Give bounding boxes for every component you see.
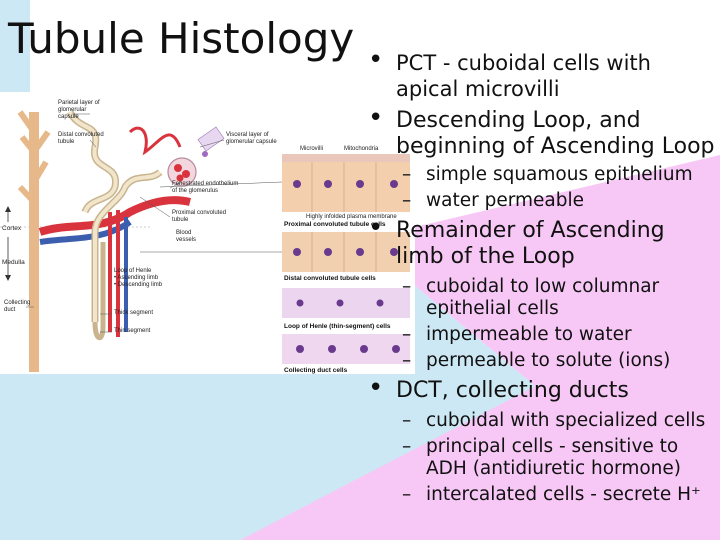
sub-bullet: – impermeable to water <box>360 324 720 346</box>
sub-bullet-line: cuboidal to low columnar <box>426 276 660 297</box>
label-dct-1: Distal convoluted <box>58 132 104 138</box>
convoluted-tubules-illustration <box>66 110 163 341</box>
label-loh-cells: Loop of Henle (thin-segment) cells <box>284 323 391 330</box>
label-parietal-2: glomerular <box>58 107 86 113</box>
leader-lines <box>26 113 283 333</box>
kidney-histology-figure: Cortex Medulla Parietal layer of glomeru… <box>0 92 415 374</box>
label-blood-1: Blood <box>176 230 191 236</box>
label-descending: • Descending limb <box>114 282 163 288</box>
pct-cells-panel <box>282 154 410 212</box>
label-visceral-1: Visceral layer of <box>226 132 269 138</box>
cd-cells-panel <box>282 334 410 364</box>
sub-bullet: – principal cells - sensitive to ADH (an… <box>360 436 720 480</box>
podocyte-detail <box>197 126 225 157</box>
pink-lower <box>240 290 720 540</box>
bullet-pct: • PCT - cuboidal cells with apical micro… <box>360 47 720 102</box>
bullet-ascending: • Remainder of Ascending limb of the Loo… <box>360 215 720 270</box>
bullet-descending: • Descending Loop, and beginning of Asce… <box>360 105 720 160</box>
loh-cells-panel <box>282 288 410 318</box>
bullet-line: beginning of Ascending Loop <box>396 134 715 159</box>
label-cd-cells: Collecting duct cells <box>284 367 348 374</box>
sub-bullet-line: epithelial cells <box>426 298 559 319</box>
sub-bullet-line: intercalated cells - secrete H⁺ <box>426 484 701 505</box>
label-ascending: • Ascending limb <box>114 275 159 281</box>
sub-bullet-line: principal cells - sensitive to <box>426 436 679 457</box>
label-thick: Thick segment <box>114 310 153 316</box>
bullet-line: PCT - cuboidal cells with <box>396 51 651 75</box>
label-dct-2: tubule <box>58 139 75 145</box>
slide-title: Tubule Histology <box>8 14 355 63</box>
label-parietal-1: Parietal layer of <box>58 100 100 106</box>
dct-cells-panel <box>282 232 410 272</box>
label-microvilli: Microvilli <box>300 146 323 152</box>
label-visceral-2: glomerular capsule <box>226 139 277 145</box>
label-fenestrated-1: Fenestrated endothelium <box>172 181 238 187</box>
sub-bullet: – permeable to solute (ions) <box>360 350 720 372</box>
label-fenestrated-2: of the glomerulus <box>172 188 218 194</box>
bullet-dct: • DCT, collecting ducts <box>360 375 720 404</box>
label-mito: Mitochondria <box>344 146 379 152</box>
sub-bullet-line: simple squamous epithelium <box>426 164 693 185</box>
sub-bullet-line: water permeable <box>426 190 584 211</box>
sub-bullet-line: cuboidal with specialized cells <box>426 410 706 431</box>
label-collecting-1: Collecting <box>4 300 30 306</box>
sub-bullet: – cuboidal with specialized cells <box>360 410 720 432</box>
sub-bullet: – simple squamous epithelium <box>360 164 720 186</box>
label-loop-title: Loop of Henle <box>114 268 152 274</box>
bullet-line: apical microvilli <box>396 77 560 101</box>
label-cortex: Cortex <box>2 225 22 232</box>
sub-bullet-line: ADH (antidiuretic hormone) <box>426 458 681 479</box>
bullet-line: DCT, collecting ducts <box>396 378 629 403</box>
bullet-line: Descending Loop, and <box>396 108 641 133</box>
bullet-line: limb of the Loop <box>396 244 575 269</box>
blood-vessels-illustration <box>38 126 191 337</box>
collecting-duct-illustration <box>17 110 51 372</box>
label-thin: Thin segment <box>114 328 151 334</box>
sub-bullet: – cuboidal to low columnar epithelial ce… <box>360 276 720 320</box>
bullet-list: • PCT - cuboidal cells with apical micro… <box>360 47 720 506</box>
sub-bullet: – intercalated cells - secrete H⁺ <box>360 484 720 506</box>
bullet-line: Remainder of Ascending <box>396 218 665 243</box>
label-medulla: Medulla <box>2 259 25 266</box>
glomerulus-illustration <box>167 157 197 187</box>
sub-bullet-line: impermeable to water <box>426 324 632 345</box>
sub-bullet-line: permeable to solute (ions) <box>426 350 671 371</box>
label-pct-cells: Proximal convoluted tubule cells <box>284 221 386 228</box>
label-blood-2: vessels <box>176 237 196 243</box>
medulla-arrow-icon <box>5 237 11 281</box>
sub-bullet: – water permeable <box>360 190 720 212</box>
label-parietal-3: capsule <box>58 114 79 120</box>
label-pct-2: tubule <box>172 217 189 223</box>
label-dct-cells: Distal convoluted tubule cells <box>284 275 376 282</box>
label-collecting-2: duct <box>4 307 16 313</box>
label-membrane: Highly infolded plasma membrane <box>306 214 397 220</box>
cortex-arrow-icon <box>5 206 11 222</box>
label-pct-1: Proximal convoluted <box>172 210 226 216</box>
